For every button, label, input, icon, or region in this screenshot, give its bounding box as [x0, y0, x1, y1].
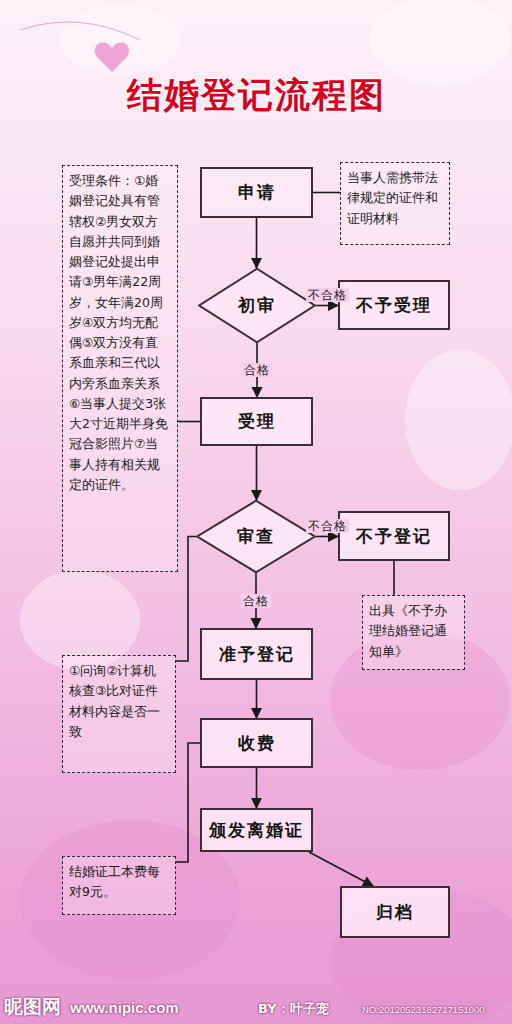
- end-box: 归档: [340, 886, 450, 938]
- node-label: 归档: [376, 901, 414, 924]
- material-note: 当事人需携带法律规定的证件和证明材料: [340, 162, 450, 245]
- leader-line: [313, 192, 340, 194]
- leader-line: [176, 537, 196, 662]
- note-text: 出具《不予办理结婚登记通知单》: [369, 601, 458, 662]
- node-label: 受理: [238, 410, 276, 433]
- note-text: 当事人需携带法律规定的证件和证明材料: [347, 168, 443, 229]
- watermark-site: 昵图网: [4, 994, 61, 1020]
- edge-label: 不合格: [306, 288, 349, 302]
- reject-box: 不予登记: [338, 511, 450, 561]
- node-label: 申请: [238, 181, 276, 204]
- reject-box: 不予受理: [338, 280, 450, 330]
- flow-arrow: [316, 305, 338, 307]
- flow-arrow: [256, 680, 258, 718]
- node-label: 不予登记: [356, 525, 432, 548]
- process-box: 受理: [200, 397, 313, 446]
- edge-label: 不合格: [306, 519, 349, 533]
- node-label: 不予受理: [356, 294, 432, 317]
- node-label: 初审: [238, 294, 276, 317]
- author-credit: BY：叶子宠: [258, 1000, 329, 1018]
- flow-arrow: [256, 768, 258, 808]
- process-box: 准予登记: [200, 628, 313, 680]
- edge-label: 合格: [242, 363, 272, 377]
- process-box: 颁发离婚证: [200, 808, 313, 852]
- edge-label: 合格: [241, 594, 271, 608]
- flow-arrow: [309, 852, 373, 886]
- leader-line: [393, 561, 395, 595]
- note-text: ①问询②计算机核查③比对证件材料内容是否一致: [69, 661, 169, 742]
- notice-note: 出具《不予办理结婚登记通知单》: [362, 595, 465, 670]
- note-text: 受理条件：①婚姻登记处具有管辖权②男女双方自愿并共同到婚姻登记处提出申请③男年满…: [69, 171, 171, 495]
- node-label: 准予登记: [219, 643, 295, 666]
- fee-note: 结婚证工本费每对9元。: [62, 856, 176, 915]
- leader-line: [176, 743, 200, 862]
- note-text: 结婚证工本费每对9元。: [69, 862, 169, 903]
- image-number: NO:20120523182717151000: [362, 1004, 485, 1015]
- node-label: 审查: [237, 525, 275, 548]
- flow-arrow: [256, 218, 258, 268]
- process-box: 申请: [200, 167, 313, 218]
- decision-diamond: 审查: [196, 500, 316, 573]
- node-label: 颁发离婚证: [209, 819, 304, 842]
- process-box: 收费: [200, 718, 313, 768]
- leader-line: [178, 421, 200, 423]
- flow-arrow: [256, 446, 258, 500]
- watermark-url: www.nipic.com: [70, 999, 179, 1016]
- node-label: 收费: [238, 732, 276, 755]
- decision-diamond: 初审: [198, 268, 316, 343]
- check-note: ①问询②计算机核查③比对证件材料内容是否一致: [62, 655, 176, 773]
- flow-arrow: [316, 536, 338, 538]
- diagram-title: 结婚登记流程图: [0, 72, 512, 119]
- condition-note: 受理条件：①婚姻登记处具有管辖权②男女双方自愿并共同到婚姻登记处提出申请③男年满…: [62, 165, 178, 572]
